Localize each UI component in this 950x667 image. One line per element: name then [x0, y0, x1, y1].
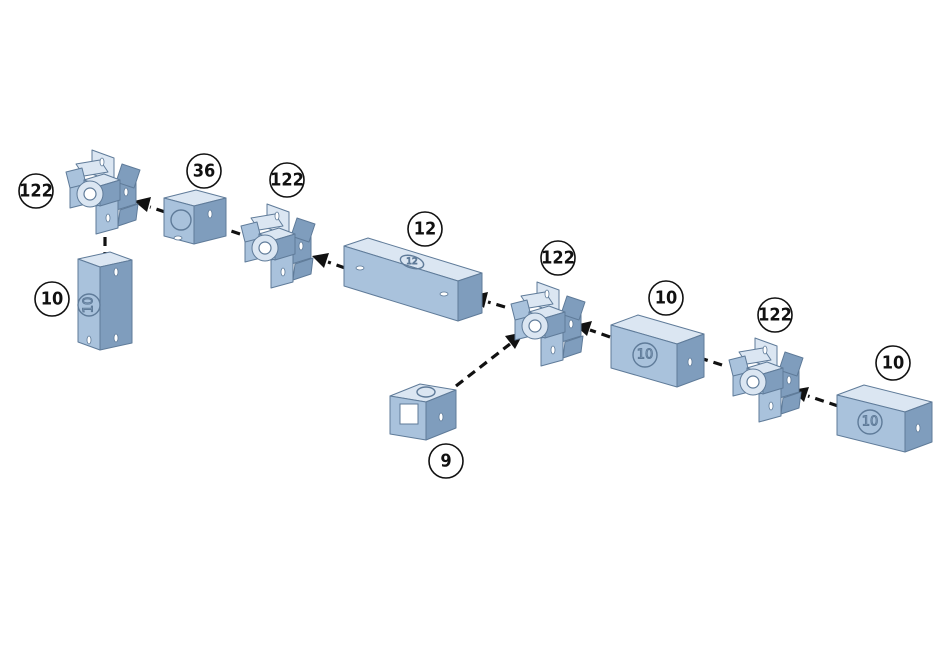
tube-emboss-text: 10 [82, 297, 97, 314]
connector-122-b [241, 204, 315, 288]
label-text: 122 [758, 305, 792, 326]
connector-122-a [66, 150, 140, 234]
label-text: 10 [655, 288, 678, 309]
part-label-tube-10-right: 10 [876, 346, 910, 380]
connector-122-c [511, 282, 585, 366]
label-text: 10 [41, 289, 64, 310]
part-label-connector-b: 122 [270, 163, 304, 197]
label-text: 9 [440, 451, 451, 472]
part-label-cube-36: 36 [187, 154, 221, 188]
part-label-connector-c: 122 [541, 241, 575, 275]
tube-emboss-text: 10 [862, 415, 879, 430]
tube-12: 12 [344, 238, 482, 321]
label-text: 122 [19, 181, 53, 202]
tube-10-middle: 10 [611, 315, 704, 387]
tube-emboss-text: 10 [637, 348, 654, 363]
label-text: 122 [270, 170, 304, 191]
cube-36 [164, 190, 226, 244]
label-text: 12 [414, 219, 437, 240]
part-label-tube-10-middle: 10 [649, 281, 683, 315]
connector-122-d [729, 338, 803, 422]
tube-emboss-text: 12 [406, 257, 417, 267]
arrow-tube10mid-to-conn-c [590, 330, 610, 337]
cube-9 [390, 384, 456, 440]
tube-10-vertical: 10 [78, 252, 132, 350]
label-text: 10 [882, 353, 905, 374]
arrow-cube36-to-conn-a [150, 207, 165, 212]
arrow-conn-b-to-cube36 [225, 229, 240, 234]
label-text: 36 [193, 161, 216, 182]
part-label-connector-d: 122 [758, 298, 792, 332]
part-label-tube-10-vertical: 10 [35, 282, 69, 316]
arrow-tube10right-to-conn-d [808, 396, 838, 406]
part-label-tube-12: 12 [408, 212, 442, 246]
label-text: 122 [541, 248, 575, 269]
tube-10-right: 10 [837, 385, 932, 452]
part-label-connector-a: 122 [19, 174, 53, 208]
arrow-head [312, 253, 329, 268]
part-label-cube-9: 9 [429, 444, 463, 478]
arrow-conn-c-to-tube12 [488, 302, 505, 307]
arrow-cube9-to-conn-c [456, 344, 510, 386]
arrow-tube12-to-conn-b [328, 262, 345, 268]
